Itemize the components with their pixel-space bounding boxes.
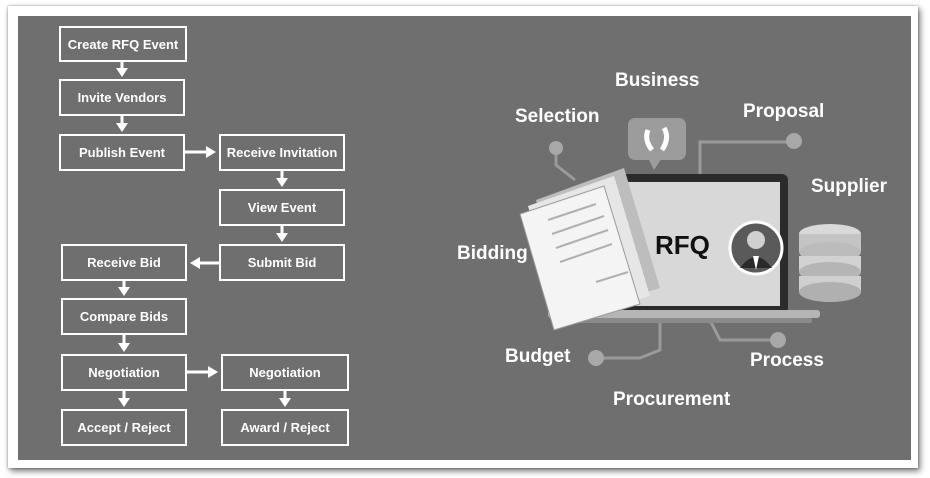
submit-bid-box: Submit Bid	[219, 244, 345, 281]
accept-reject-box: Accept / Reject	[61, 409, 187, 446]
label-business: Business	[615, 70, 700, 91]
label-supplier: Supplier	[811, 176, 888, 197]
receive-bid-box: Receive Bid	[61, 244, 187, 281]
view-event-box: View Event	[219, 189, 345, 226]
publish-event-label: Publish Event	[79, 145, 165, 160]
selection-node	[549, 141, 563, 155]
rfq-title: RFQ	[655, 230, 710, 260]
create-rfq-event-box: Create RFQ Event	[59, 26, 187, 62]
documents-icon	[519, 168, 660, 331]
submit-bid-label: Submit Bid	[247, 255, 317, 270]
negotiation-buyer-box: Negotiation	[61, 354, 187, 391]
accept-reject-label: Accept / Reject	[77, 420, 171, 435]
budget-node	[588, 350, 604, 366]
label-process: Process	[750, 350, 824, 371]
negotiation-vendor-box: Negotiation	[221, 354, 349, 391]
award-reject-box: Award / Reject	[221, 409, 349, 446]
award-reject-label: Award / Reject	[240, 420, 330, 435]
label-proposal: Proposal	[743, 101, 825, 122]
receive-bid-label: Receive Bid	[87, 255, 161, 270]
view-event-label: View Event	[247, 200, 317, 215]
publish-event-box: Publish Event	[59, 134, 185, 171]
label-bidding: Bidding	[457, 243, 528, 264]
invite-vendors-label: Invite Vendors	[77, 90, 167, 105]
negotiation-vendor-label: Negotiation	[249, 365, 321, 380]
chat-bubble-icon	[628, 118, 686, 170]
compare-bids-box: Compare Bids	[61, 298, 187, 335]
negotiation-buyer-label: Negotiation	[88, 365, 160, 380]
invite-vendors-box: Invite Vendors	[59, 79, 185, 116]
database-icon	[799, 224, 861, 302]
label-procurement: Procurement	[613, 389, 731, 410]
label-selection: Selection	[515, 106, 600, 127]
label-budget: Budget	[505, 346, 571, 367]
receive-invitation-box: Receive Invitation	[219, 134, 345, 171]
proposal-node	[786, 133, 802, 149]
receive-invitation-label: Receive Invitation	[226, 145, 338, 160]
person-avatar-icon	[728, 220, 784, 276]
create-rfq-event-label: Create RFQ Event	[67, 36, 179, 52]
compare-bids-label: Compare Bids	[79, 309, 169, 324]
process-node	[770, 332, 786, 348]
